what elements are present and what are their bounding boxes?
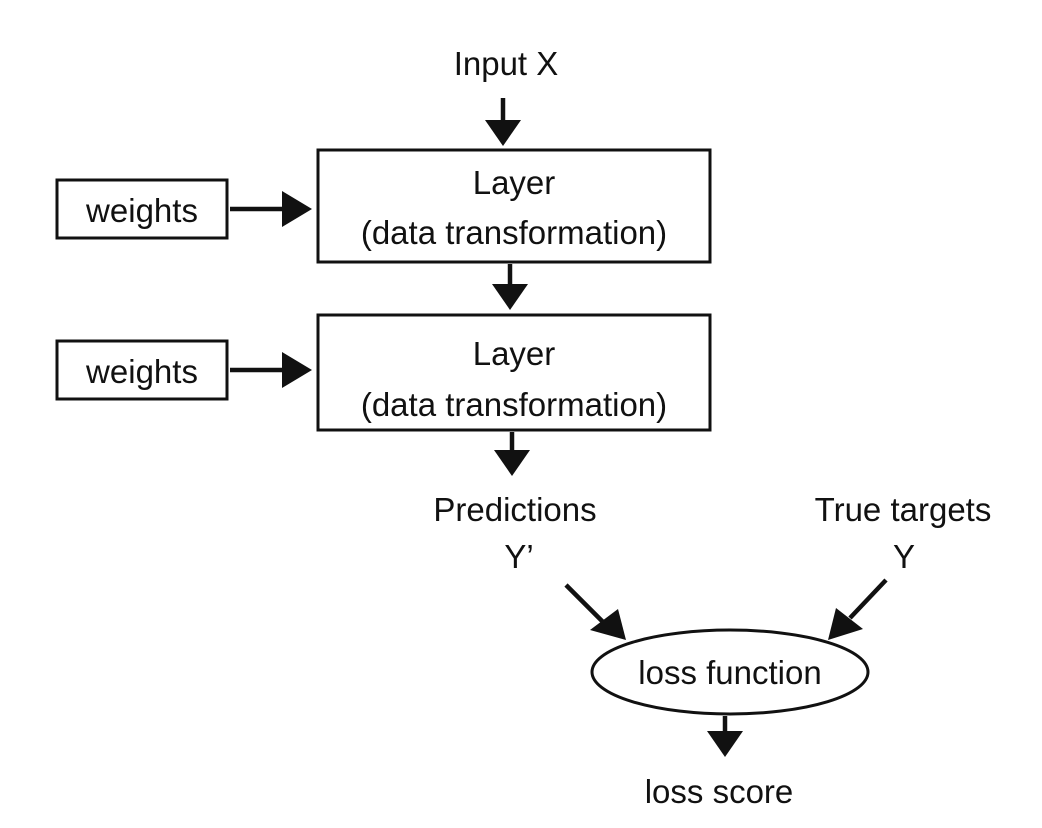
layer-2-box: Layer (data transformation) [316, 313, 712, 432]
arrow-weights-1-to-layer-1 [230, 191, 312, 227]
layer-1-subtitle: (data transformation) [361, 214, 667, 251]
weights-1-box: weights [55, 178, 229, 240]
layer-2-title: Layer [473, 335, 556, 372]
layer-2-subtitle: (data transformation) [361, 386, 667, 423]
loss-score-label: loss score [645, 773, 794, 810]
layer-1-title: Layer [473, 164, 556, 201]
weights-1-label: weights [85, 192, 198, 229]
weights-2-label: weights [85, 353, 198, 390]
arrow-layer-2-to-predictions [494, 432, 530, 476]
loss-function-label: loss function [638, 654, 821, 691]
arrow-loss-function-to-loss-score [707, 716, 743, 757]
layer-1-box: Layer (data transformation) [316, 148, 712, 264]
arrow-input-to-layer-1 [485, 98, 521, 146]
arrow-layer-1-to-layer-2 [492, 264, 528, 310]
arrow-predictions-to-loss-function [564, 583, 626, 640]
arrow-weights-2-to-layer-2 [230, 352, 312, 388]
weights-2-box: weights [55, 339, 229, 401]
predictions-symbol: Y’ [504, 538, 533, 575]
true-targets-symbol: Y [893, 538, 915, 575]
loss-function-ellipse: loss function [590, 628, 870, 716]
predictions-label: Predictions [433, 491, 596, 528]
true-targets-label: True targets [815, 491, 992, 528]
arrow-true-targets-to-loss-function [828, 578, 888, 640]
input-x-label: Input X [454, 45, 559, 82]
